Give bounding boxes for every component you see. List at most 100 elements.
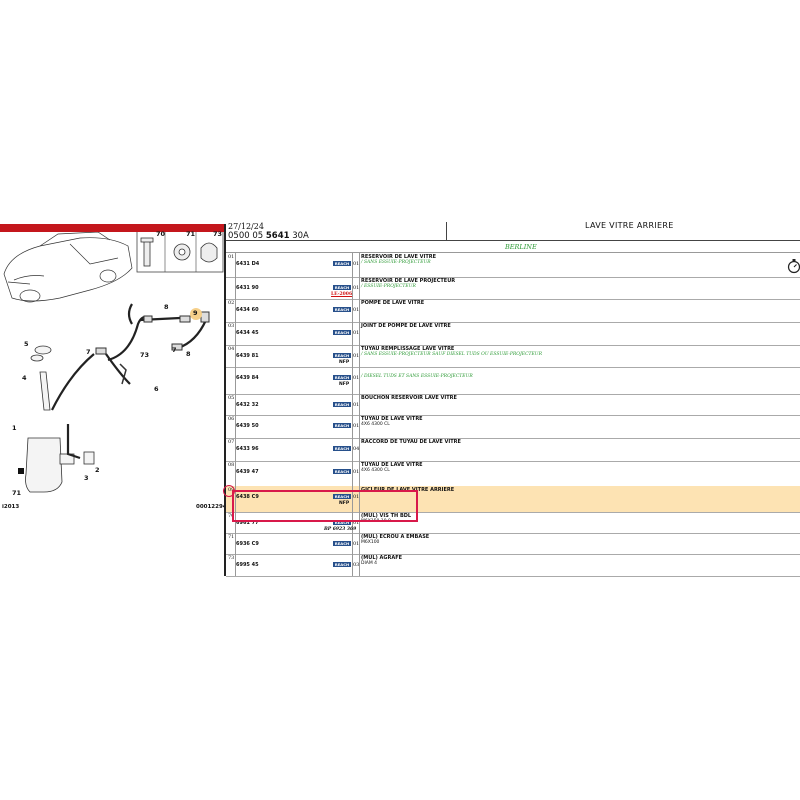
item-number: 01 (228, 254, 235, 260)
quantity: 01 (353, 330, 360, 336)
quantity: 01 (353, 469, 360, 475)
part-description: RESERVOIR DE LAVE PROJECTEUR (361, 278, 456, 284)
quantity: 01 (353, 285, 360, 291)
col-divider (359, 367, 360, 394)
part-reference[interactable]: 6433 96 (236, 446, 259, 452)
part-reference[interactable]: 6439 81 (236, 353, 259, 359)
callout-73: 73 (213, 230, 223, 238)
callout-4: 4 (22, 374, 27, 382)
callout-73-main: 73 (140, 351, 150, 359)
part-description: POMPE DE LAVE VITRE (361, 300, 425, 306)
car-sketch-icon (3, 231, 133, 303)
part-reference[interactable]: 6431 D4 (236, 261, 260, 267)
part-description: (MUL) VIS TH BDL (361, 513, 412, 519)
col-divider (235, 299, 236, 322)
quantity: 01 (353, 402, 360, 408)
col-divider (352, 486, 353, 512)
part-description: (MUL) AGRAFE (361, 555, 403, 561)
part-reference[interactable]: 6432 32 (236, 402, 259, 408)
reach-badge: REACH (333, 375, 351, 380)
quantity: 01 (353, 375, 360, 381)
reach-badge: REACH (333, 562, 351, 567)
part-description: RACCORD DE TUYAU DE LAVE VITRE (361, 439, 461, 445)
callout-71: 71 (186, 230, 196, 238)
col-divider (352, 461, 353, 486)
quantity: 03 (353, 562, 360, 568)
col-divider (359, 486, 360, 512)
quantity: 01 (353, 541, 360, 547)
variant-condition: / ESSUIE-PROJECTEUR (361, 284, 416, 289)
item-number: 02 (228, 300, 235, 306)
reach-badge: REACH (333, 261, 351, 266)
quantity: 01 (353, 520, 360, 526)
col-divider (235, 486, 236, 512)
panel-divider (224, 224, 226, 576)
item-number: 08 (228, 462, 235, 468)
item-number: 05 (228, 395, 235, 401)
part-description: BOUCHON RESERVOIR LAVE VITRE (361, 395, 457, 401)
part-reference[interactable]: 6431 90 (236, 285, 259, 291)
part-reference[interactable]: 6438 C9 (236, 494, 259, 500)
bp-reference: BP 6923 369 (324, 527, 357, 532)
part-reference[interactable]: 6995 45 (236, 562, 259, 568)
reach-badge: REACH (333, 307, 351, 312)
item-number: 04 (228, 346, 235, 352)
variant-label: BERLINE (505, 243, 537, 251)
item-number: 03 (228, 323, 235, 329)
part-reference[interactable]: 6936 C9 (236, 541, 259, 547)
reach-badge: REACH (333, 402, 351, 407)
col-divider (235, 438, 236, 461)
exploded-diagram-panel: 70 71 73 9 8 5 7 73 4 6 7 8 1 2 3 71 i20… (0, 224, 227, 576)
col-divider (352, 394, 353, 415)
callout-70: 70 (156, 230, 166, 238)
callout-5: 5 (24, 340, 29, 348)
quantity: 01 (353, 353, 360, 359)
col-divider (359, 299, 360, 322)
quantity: 01 (353, 261, 360, 267)
col-divider (235, 345, 236, 367)
item-number: 70 (228, 513, 235, 519)
part-reference[interactable]: 6961 77 (236, 520, 259, 526)
ref-prefix: 0500 05 (228, 231, 264, 241)
callout-7-right: 7 (172, 346, 177, 354)
part-reference[interactable]: 6439 47 (236, 469, 259, 475)
part-reference[interactable]: 6434 60 (236, 307, 259, 313)
ref-bold: 5641 (265, 231, 290, 241)
variant-rule (226, 252, 800, 253)
col-divider (235, 415, 236, 438)
part-reference[interactable]: 6434 45 (236, 330, 259, 336)
header-rule (226, 240, 800, 241)
reach-badge: REACH (333, 446, 351, 451)
part-spec: 4X6 4300 CL (361, 468, 390, 473)
catalog-date: 27/12/24 (228, 222, 264, 231)
callout-9: 9 (193, 309, 198, 317)
col-divider (352, 299, 353, 322)
col-divider (359, 533, 360, 554)
part-reference[interactable]: 6439 84 (236, 375, 259, 381)
callout-71-bottom: 71 (12, 489, 22, 497)
col-divider (352, 512, 353, 533)
col-divider (352, 533, 353, 554)
catalog-reference: 0500 05 5641 30A (228, 231, 309, 241)
variant-condition: / SANS ESSUIE-PROJECTEUR (361, 260, 431, 265)
col-divider (359, 438, 360, 461)
col-divider (352, 277, 353, 299)
col-divider (359, 253, 360, 277)
part-reference[interactable]: 6439 50 (236, 423, 259, 429)
parts-diagram (3, 227, 224, 493)
part-spec: M6X100 (361, 540, 380, 545)
item-number: 07 (228, 439, 235, 445)
col-divider (352, 554, 353, 576)
